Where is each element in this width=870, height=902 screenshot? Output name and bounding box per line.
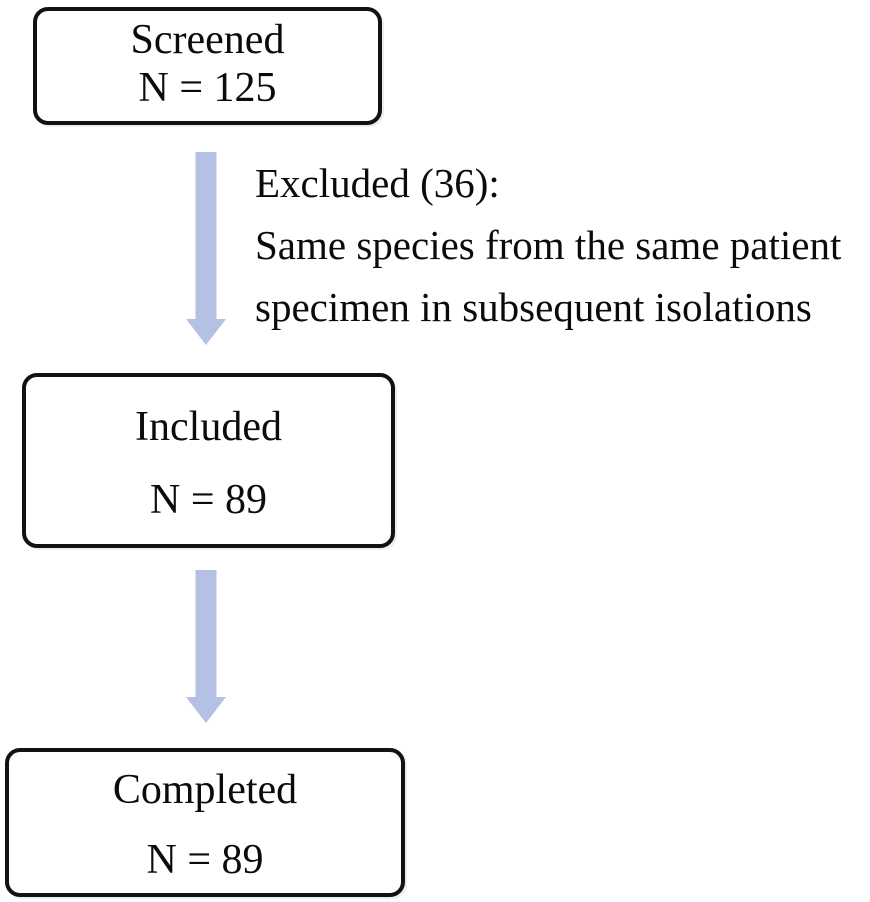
included-box: Included N = 89 — [22, 373, 395, 548]
exclusion-note: Excluded (36): Same species from the sam… — [255, 152, 865, 338]
screened-box: Screened N = 125 — [33, 7, 382, 125]
completed-label: Completed — [112, 767, 298, 813]
screened-count: N = 125 — [138, 65, 277, 111]
completed-box: Completed N = 89 — [5, 748, 405, 897]
screened-label: Screened — [130, 17, 285, 63]
exclusion-note-line3: specimen in subsequent isolations — [255, 284, 812, 330]
exclusion-note-line2: Same species from the same patient — [255, 222, 842, 268]
included-label: Included — [135, 404, 282, 450]
down-arrow-icon — [186, 152, 226, 345]
exclusion-note-line1: Excluded (36): — [255, 160, 500, 206]
down-arrow-icon — [186, 570, 226, 723]
included-count: N = 89 — [149, 477, 268, 523]
completed-count: N = 89 — [146, 837, 264, 883]
